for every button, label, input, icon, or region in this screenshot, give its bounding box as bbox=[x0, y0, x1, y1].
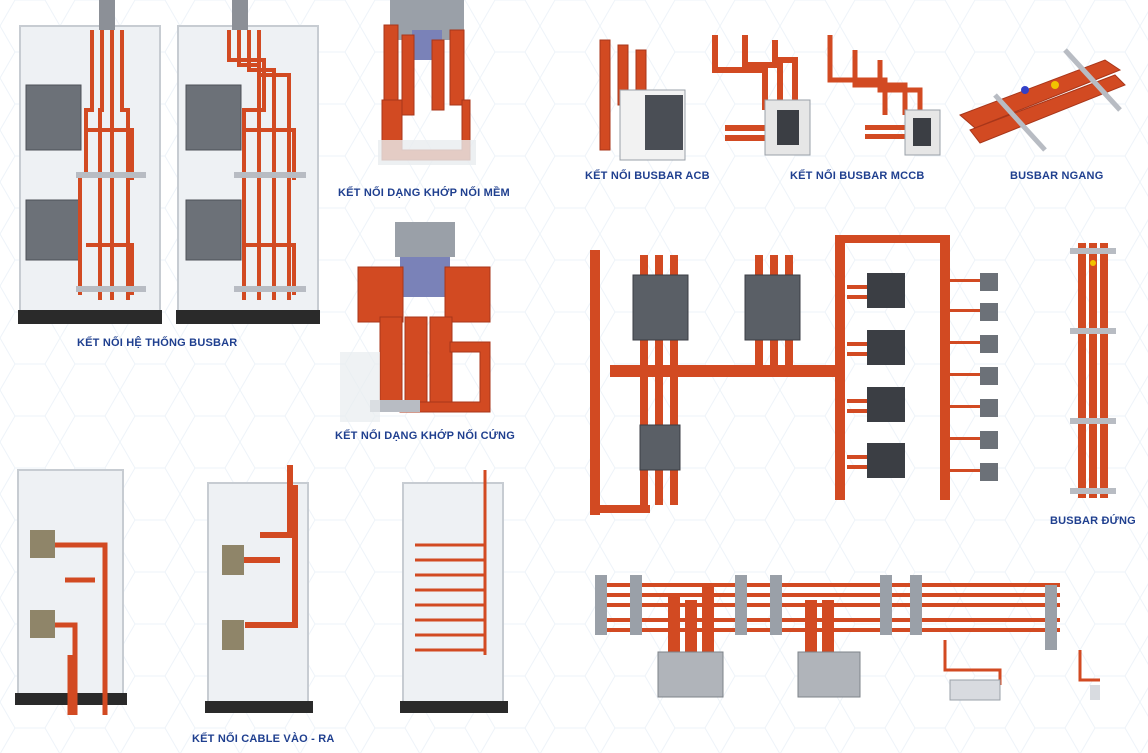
busbar-wiring-assembly bbox=[590, 235, 998, 515]
caption-cable-in-out: KẾT NỐI CABLE VÀO - RA bbox=[192, 733, 335, 745]
horizontal-busbar-illustration bbox=[959, 48, 1126, 152]
flexible-joint-illustration bbox=[378, 0, 476, 165]
cable-in-out-cabinet-2 bbox=[205, 465, 313, 713]
caption-acb-busbar: KẾT NỐI BUSBAR ACB bbox=[585, 170, 710, 182]
cable-in-out-cabinet-3 bbox=[400, 470, 508, 713]
cable-in-out-cabinet-1 bbox=[15, 469, 127, 715]
rigid-joint-illustration bbox=[340, 222, 491, 422]
busbar-system-cabinets bbox=[18, 0, 320, 324]
horizontal-assembly-illustration bbox=[595, 575, 1100, 701]
mccb-busbar-illustration bbox=[712, 35, 811, 156]
caption-vertical-busbar: BUSBAR ĐỨNG bbox=[1050, 515, 1136, 527]
caption-rigid-joint: KẾT NỐI DẠNG KHỚP NỐI CỨNG bbox=[335, 430, 515, 442]
cabinet-right bbox=[176, 0, 320, 324]
caption-flexible-joint: KẾT NỐI DẠNG KHỚP NỐI MỀM bbox=[338, 187, 510, 199]
caption-mccb-busbar: KẾT NỐI BUSBAR MCCB bbox=[790, 170, 925, 182]
mccb-busbar-illustration-2 bbox=[827, 35, 941, 156]
acb-busbar-illustration bbox=[599, 39, 686, 161]
caption-busbar-system: KẾT NỐI HỆ THỐNG BUSBAR bbox=[77, 337, 238, 349]
caption-horizontal-busbar: BUSBAR NGANG bbox=[1010, 170, 1104, 182]
cabinet-left bbox=[18, 0, 162, 324]
vertical-busbar-illustration bbox=[1070, 243, 1116, 498]
